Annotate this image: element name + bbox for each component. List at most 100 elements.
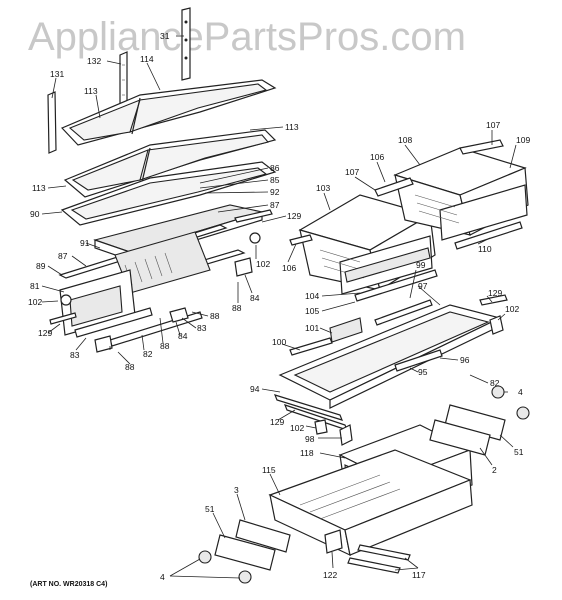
label-82-b: 82 (490, 378, 500, 388)
crisper-drawer-109 (393, 147, 529, 241)
drawer-slide-107-a (374, 177, 414, 197)
label-106-b: 106 (282, 263, 296, 273)
label-122: 122 (323, 570, 337, 580)
label-85: 85 (270, 175, 280, 185)
glass-shelf-middle (63, 129, 277, 198)
label-89: 89 (36, 261, 46, 271)
label-96: 96 (460, 355, 470, 365)
part-122 (324, 529, 343, 554)
label-102-c: 102 (505, 304, 519, 314)
drawer-trim-104 (354, 269, 438, 302)
drawer-slide-106 (289, 234, 313, 246)
label-114: 114 (140, 54, 154, 64)
label-117: 117 (412, 570, 426, 580)
label-97: 97 (418, 281, 428, 291)
label-104: 104 (305, 291, 319, 301)
part-102-c (489, 315, 504, 335)
label-102-d: 102 (290, 423, 304, 433)
label-88-c: 88 (160, 341, 170, 351)
leader-lines (41, 35, 287, 365)
label-102-a: 102 (256, 259, 270, 269)
label-113-b: 113 (285, 122, 299, 132)
art-number: (ART NO. WR20318 C4) (30, 581, 107, 588)
drawer-trim-110 (454, 221, 523, 250)
trim-100 (289, 337, 333, 356)
shelf-rail-31 (181, 7, 191, 81)
slide-mechanism (58, 224, 261, 353)
label-88-b: 88 (210, 311, 220, 321)
label-3: 3 (234, 485, 239, 495)
label-92: 92 (270, 187, 280, 197)
slide-rail-3 (235, 519, 291, 553)
part-129-a (234, 209, 273, 223)
label-107-a: 107 (486, 120, 500, 130)
label-108: 108 (398, 135, 412, 145)
label-100: 100 (272, 337, 286, 347)
label-99: 99 (416, 260, 426, 270)
label-132: 132 (87, 56, 101, 66)
label-110: 110 (478, 244, 492, 254)
bumper-4-b (516, 406, 530, 420)
slide-rail-51-b (214, 534, 276, 571)
label-131: 131 (50, 69, 64, 79)
label-118: 118 (300, 448, 314, 458)
label-94: 94 (250, 384, 260, 394)
label-129-d: 129 (270, 417, 284, 427)
label-129-b: 129 (38, 328, 52, 338)
label-87-b: 87 (58, 251, 68, 261)
label-87-a: 87 (270, 200, 280, 210)
part-labels: 31 132 114 131 113 113 113 86 85 92 90 8… (28, 31, 530, 588)
part-129-c (479, 294, 508, 306)
part-101 (329, 317, 363, 343)
label-88-d: 88 (125, 362, 135, 372)
label-98: 98 (305, 434, 315, 444)
label-113-a: 113 (84, 86, 98, 96)
bumper-4-d (238, 570, 252, 584)
trim-94 (273, 394, 344, 421)
watermark: AppliancePartsPros.com (28, 15, 466, 59)
label-90: 90 (30, 209, 40, 219)
bumper-4-c (198, 550, 212, 564)
glass-shelf-top (60, 79, 277, 146)
label-95: 95 (418, 367, 428, 377)
label-88-a: 88 (232, 303, 242, 313)
part-102-d (314, 419, 328, 435)
trim-117-a (357, 544, 411, 561)
shelf-trim-99 (374, 299, 433, 326)
label-105: 105 (305, 306, 319, 316)
label-102-b: 102 (28, 297, 42, 307)
part-129-b (49, 312, 77, 325)
label-106-a: 106 (370, 152, 384, 162)
label-129-c: 129 (488, 288, 502, 298)
crisper-drawer-103 (298, 194, 436, 295)
part-96 (394, 349, 443, 372)
label-83-a: 83 (197, 323, 207, 333)
label-103: 103 (316, 183, 330, 193)
label-51-a: 51 (514, 447, 524, 457)
label-91: 91 (80, 238, 90, 248)
label-84-b: 84 (178, 331, 188, 341)
part-98 (339, 424, 353, 446)
label-31: 31 (160, 31, 170, 41)
slide-rail-51-a (444, 404, 506, 441)
drawer-slide-107-b (459, 139, 504, 155)
label-129-a: 129 (287, 211, 301, 221)
label-109: 109 (516, 135, 530, 145)
trim-117-b (347, 557, 401, 574)
label-4-a: 4 (518, 387, 523, 397)
label-107-b: 107 (345, 167, 359, 177)
label-86: 86 (270, 163, 280, 173)
label-113-c: 113 (32, 183, 46, 193)
label-101: 101 (305, 323, 319, 333)
glass-shelf-90 (60, 161, 277, 226)
label-82-a: 82 (143, 349, 153, 359)
label-84-a: 84 (250, 293, 260, 303)
label-81: 81 (30, 281, 40, 291)
label-4-b: 4 (160, 572, 165, 582)
shelf-rail-131 (47, 91, 57, 154)
label-83-b: 83 (70, 350, 80, 360)
label-115: 115 (262, 465, 276, 475)
label-51-b: 51 (205, 504, 215, 514)
label-2: 2 (492, 465, 497, 475)
